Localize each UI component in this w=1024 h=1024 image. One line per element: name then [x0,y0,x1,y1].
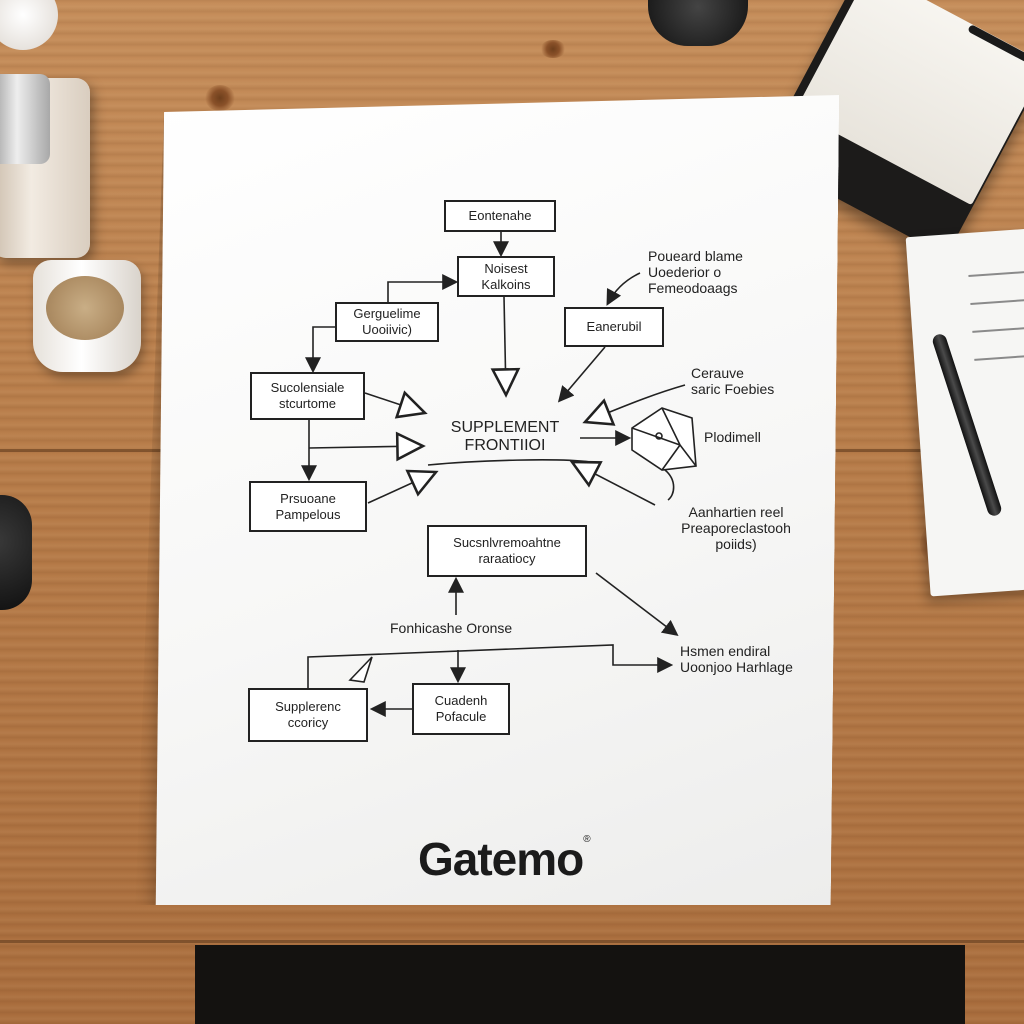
arrow-n8-up [348,656,373,683]
arrow-bottom-branch [307,644,674,688]
jar-lid [0,74,50,164]
polyhedron-dot [655,432,663,440]
note-line: saric Foebies [691,381,775,397]
node-label: stcurtome [278,396,337,411]
arrow-note-n4 [606,272,641,306]
note-bottom-left: Fonhicashe Oronse [390,620,512,636]
note-line: Preaporeclastooh [681,520,791,536]
node-label: Kalkoins [481,276,531,292]
note-line: Hsmen endiral [680,643,771,659]
black-container [0,495,32,610]
node-label: Gerguelime [353,306,421,321]
node-label: Uooiivic) [362,322,412,337]
curl-polyhedron [664,469,675,501]
note-bottom-right: Hsmen endiral Uoonjoo Harhlage [680,643,793,675]
node-eontenahe: Eontenahe [444,200,556,232]
node-label: ccoricy [287,715,329,730]
note-line: Plodimell [704,429,761,445]
node-label: Prsuoane [280,490,336,506]
node-label: raraatiocy [478,551,536,566]
center-underline [427,459,591,466]
arrow-n2-center [490,296,521,398]
arrow-n7-note [595,572,679,636]
note-line: Cerauve [691,365,744,381]
powder [46,276,124,340]
arrow-n3-n2 [387,274,459,302]
arrow-n6-center [367,469,439,504]
center-line: FRONTIIOI [464,437,546,454]
note-line: poiids) [715,536,757,552]
plank-seam [0,940,1024,943]
arrow-n5-center [364,390,428,419]
node-label: Sucolensiale [270,380,345,395]
node-label: Eontenahe [468,208,532,223]
arrow-branch-center [308,431,426,462]
node-sucsnlvremoahtne: Sucsnlvremoahtne raraatiocy [427,525,587,577]
note-line: Uoonjoo Harhlage [680,659,793,675]
node-supplerenc: Supplerenc ccoricy [248,688,368,742]
note-mid-right: Cerauve saric Foebies [691,365,774,397]
arrow-n3-n5 [305,326,335,374]
node-label: Supplerenc [275,699,341,714]
node-cuadenh: Cuadenh Pofacule [412,683,510,735]
note-polyhedron: Plodimell [704,429,761,445]
center-line: SUPPLEMENT [450,419,560,436]
note-line: Aanhartien reel [688,504,784,520]
note-line: Fonhicashe Oronse [390,620,513,636]
note-line: Femeodoaags [648,280,738,296]
arrow-n4-center [557,346,606,403]
node-noisest: Noisest Kalkoins [457,256,555,297]
node-label: Pampelous [275,506,341,522]
node-label: Pofacule [435,709,487,724]
wood-knot [205,85,235,111]
center-title: SUPPLEMENT FRONTIIOI [440,419,570,455]
node-label: Eanerubil [586,319,642,334]
node-gerguelime: Gerguelime Uooiivic) [335,302,439,342]
registered-mark: ® [583,834,590,845]
note-top-right: Poueard blame Uoederior o Femeodoaags [648,248,743,296]
arrow-note-center [582,384,686,426]
arrow-lower-note-center [569,460,656,506]
brand-logo: Gatemo® [418,832,591,886]
node-label: Cuadenh [434,693,488,708]
node-label: Noisest [484,260,528,276]
shadow [195,945,965,1024]
node-prsuoane: Prsuoane Pampelous [249,481,367,532]
node-label: Sucsnlvremoahtne [453,535,561,550]
tin-container [648,0,748,46]
wood-knot [540,40,566,58]
note-line: Poueard blame [648,248,743,264]
brand-name: Gatemo [418,833,584,885]
note-line: Uoederior o [648,264,722,280]
note-lower-right: Aanhartien reel Preaporeclastooh poiids) [666,504,806,552]
node-eanerubil: Eanerubil [564,307,664,347]
node-sucolensiale: Sucolensiale stcurtome [250,372,365,420]
